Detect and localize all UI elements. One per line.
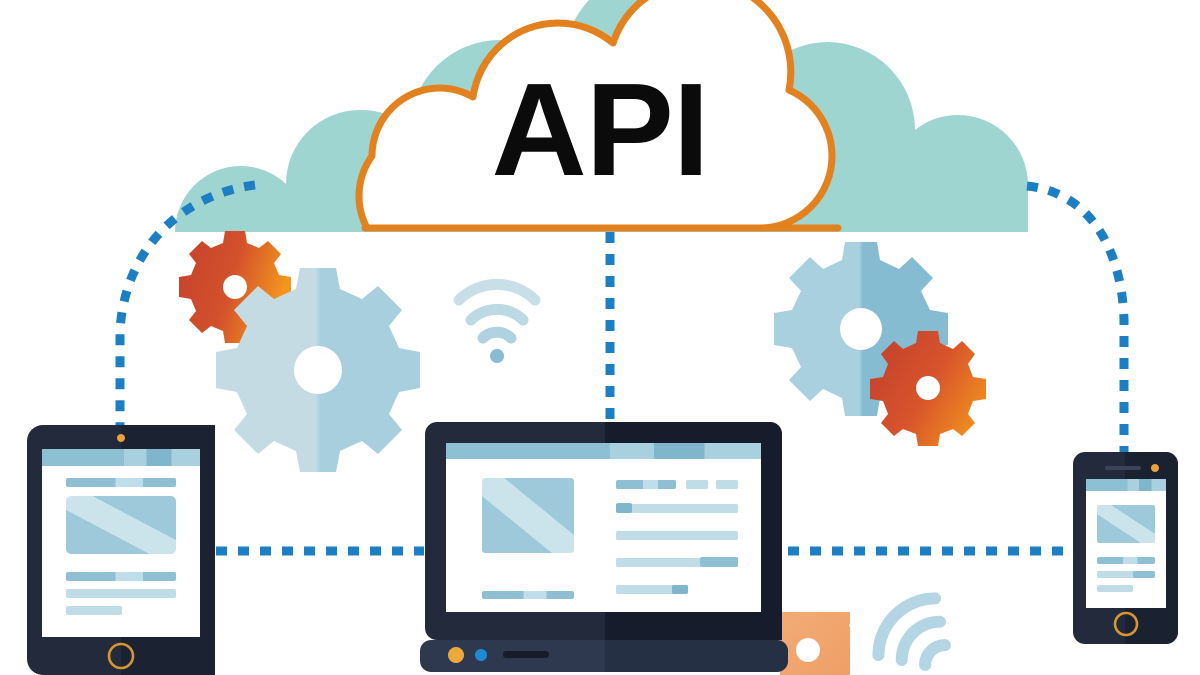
gear-peach-behind-laptop bbox=[780, 612, 850, 675]
phone-text-line-3 bbox=[1097, 585, 1133, 592]
phone-text-line-2-accent bbox=[1133, 571, 1155, 578]
tablet-screen-header bbox=[42, 449, 200, 466]
laptop-indicator-blue-icon bbox=[475, 649, 487, 661]
phone-speaker-icon bbox=[1105, 466, 1141, 470]
phone-hero-image bbox=[1097, 505, 1155, 543]
laptop-screen-header bbox=[446, 443, 761, 459]
tablet-text-line-1 bbox=[66, 572, 176, 581]
phone-home-button[interactable] bbox=[1113, 611, 1139, 637]
laptop-text-line-2 bbox=[616, 531, 738, 540]
laptop-hero-image bbox=[482, 478, 574, 553]
tablet-title-bar bbox=[66, 478, 176, 487]
tablet-camera-icon bbox=[117, 434, 125, 442]
laptop-heading-line bbox=[616, 480, 676, 489]
laptop-trackpad[interactable] bbox=[503, 651, 549, 658]
laptop-text-line-4-accent bbox=[672, 585, 688, 594]
phone-camera-icon bbox=[1151, 464, 1159, 472]
tablet-device[interactable] bbox=[27, 425, 215, 675]
laptop-base-shade bbox=[605, 640, 788, 672]
wifi-icon-center bbox=[453, 278, 541, 363]
laptop-indicator-orange-icon bbox=[448, 647, 464, 663]
phone-device[interactable] bbox=[1073, 452, 1178, 644]
laptop-device[interactable] bbox=[420, 422, 788, 672]
wifi-icon-bottom-right bbox=[872, 592, 951, 671]
cloud-front-shape bbox=[355, 0, 842, 232]
gear-small-orange-right bbox=[870, 331, 986, 446]
connector-cloud-to-tablet bbox=[115, 180, 256, 432]
laptop-caption-line bbox=[482, 591, 574, 599]
laptop-text-line-1 bbox=[616, 504, 738, 513]
api-label: API bbox=[491, 56, 708, 203]
laptop-text-line-3-accent bbox=[700, 557, 738, 567]
tablet-text-line-3 bbox=[66, 606, 122, 615]
tablet-home-button[interactable] bbox=[107, 642, 135, 670]
phone-text-line-1 bbox=[1097, 557, 1155, 564]
laptop-tag-1 bbox=[686, 480, 708, 489]
laptop-tag-2 bbox=[716, 480, 738, 489]
laptop-text-line-1-accent bbox=[616, 503, 632, 513]
phone-screen-header bbox=[1086, 479, 1166, 491]
connector-cloud-to-phone bbox=[1026, 181, 1129, 460]
gear-large-blue-left bbox=[216, 268, 420, 472]
laptop-text-line-4 bbox=[616, 585, 688, 594]
tablet-hero-image bbox=[66, 496, 176, 554]
tablet-text-line-2 bbox=[66, 589, 176, 598]
